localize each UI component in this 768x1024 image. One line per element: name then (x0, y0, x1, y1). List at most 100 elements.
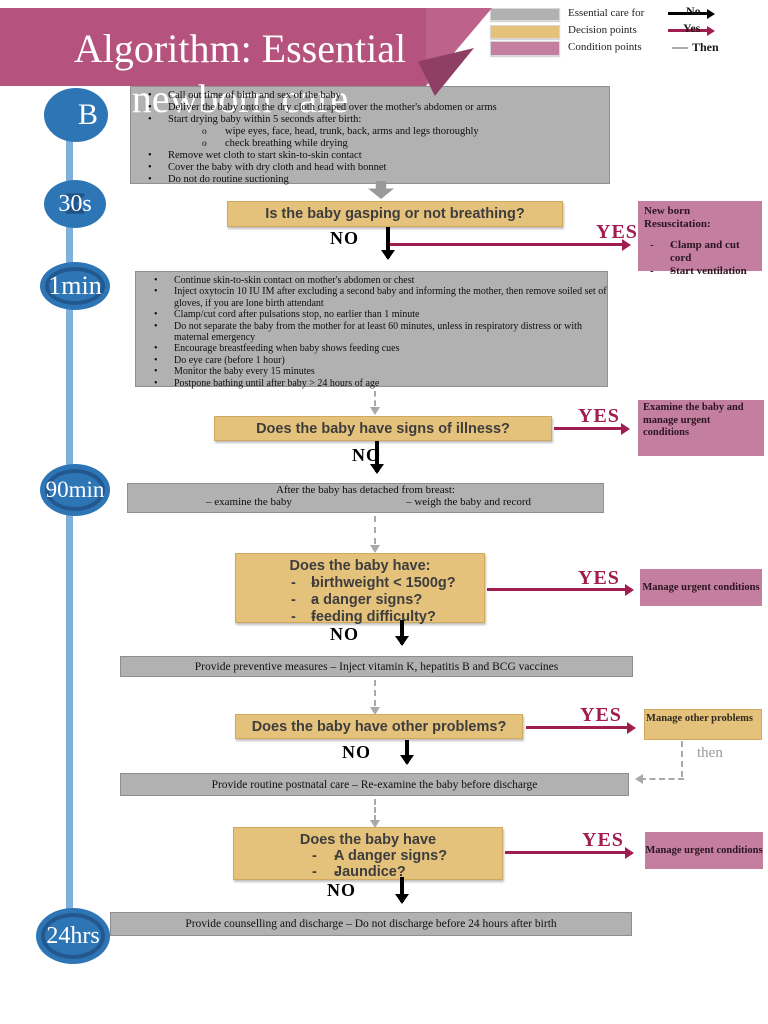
sub-bullet-item: check breathing while drying (130, 138, 610, 150)
counselling-bar: Provide counselling and discharge – Do n… (110, 912, 632, 936)
yes-label: YES (580, 704, 622, 726)
bullet-item: Cover the baby with dry cloth and head w… (130, 162, 610, 174)
timeline-node-birth: B (44, 88, 108, 142)
decision-item: -birthweight < 1500g? (236, 575, 484, 592)
manage-urgent-box: Manage urgent conditions (640, 569, 762, 606)
legend-label-condition: Condition points (568, 41, 642, 53)
decision-breathing: Is the baby gasping or not breathing? (227, 201, 563, 227)
no-label: NO (342, 742, 371, 762)
timeline-label-birth: B (77, 98, 98, 131)
legend-swatch-decision (490, 25, 560, 39)
hourglass-icon: ⧗ (63, 185, 87, 222)
timeline-node-24hrs: 24hrs (36, 908, 110, 964)
examine-urgent-box: Examine the baby and manage urgent condi… (638, 400, 764, 456)
yes-arrow-icon (505, 851, 631, 854)
decision-illness: Does the baby have signs of illness? (214, 416, 552, 441)
no-arrow-icon (405, 740, 409, 763)
clock-ring-icon (45, 267, 105, 305)
timeline-node-1min: 1min (40, 262, 110, 310)
bullet-item: Inject oxytocin 10 IU IM after excluding… (136, 286, 607, 309)
bullet-item: Postpone bathing until after baby > 24 h… (136, 378, 607, 390)
decision-item: -feeding difficulty? (236, 609, 484, 626)
yes-arrow-icon (390, 243, 628, 246)
then-label: then (697, 745, 723, 761)
legend-label-essential: Essential care for (568, 7, 645, 19)
legend-yes-label: Yes (683, 21, 701, 35)
bullet-item: Monitor the baby every 15 minutes (136, 366, 607, 378)
resuscitation-item: -Start ventilation (644, 265, 756, 278)
then-connector-icon (374, 516, 376, 544)
manage-urgent-box: Manage urgent conditions (645, 832, 763, 869)
legend-swatch-condition (490, 41, 560, 56)
resuscitation-box: New born Resuscitation: -Clamp and cut c… (638, 201, 762, 278)
bullet-item: Clamp/cut cord after pulsations stop, no… (136, 309, 607, 321)
decision-weight: Does the baby have: -birthweight < 1500g… (235, 553, 485, 626)
timeline-label-1min: 1min (48, 271, 102, 300)
decision-danger: Does the baby have -A danger signs? -Jau… (233, 827, 503, 880)
no-arrow-icon (400, 877, 404, 902)
legend-swatch-essential (490, 8, 560, 21)
timeline-label-90min: 90min (45, 477, 105, 502)
routine-bar: Provide routine postnatal care – Re-exam… (120, 773, 629, 796)
decision-other-problems: Does the baby have other problems? (235, 714, 523, 739)
then-connector-icon (374, 391, 376, 406)
preventive-bar: Provide preventive measures – Inject vit… (120, 656, 633, 677)
legend-yes-arrow-icon (668, 29, 712, 32)
decision-item: -A danger signs? (234, 848, 502, 864)
decision-item: -Jaundice? (234, 864, 502, 880)
sub-bullet-item: wipe eyes, face, head, trunk, back, arms… (130, 126, 610, 138)
one-min-care-box: Continue skin-to-skin contact on mother'… (135, 271, 608, 390)
decision-item: -a danger signs? (236, 592, 484, 609)
detached-left: – examine the baby (206, 496, 292, 508)
no-arrow-icon (400, 620, 404, 644)
legend-no-label: No (686, 4, 701, 18)
bullet-item: Do eye care (before 1 hour) (136, 355, 607, 367)
then-connector-icon (374, 680, 376, 706)
timeline-node-30s: ⧗ 30s (44, 180, 106, 228)
no-label: NO (330, 624, 359, 644)
timeline-label-24hrs: 24hrs (46, 922, 100, 949)
yes-arrow-icon (554, 427, 627, 430)
yes-arrow-icon (526, 726, 633, 729)
detached-box: After the baby has detached from breast:… (127, 483, 604, 513)
then-arrowhead-icon (370, 707, 380, 720)
yes-label: YES (582, 829, 624, 851)
no-label: NO (327, 880, 356, 900)
title-banner (0, 8, 426, 86)
timeline-line (66, 112, 73, 942)
bullet-item: Do not separate the baby from the mother… (136, 321, 607, 344)
resuscitation-title: New born Resuscitation: (644, 205, 711, 230)
then-connector-icon (681, 741, 683, 777)
then-connector-icon (374, 799, 376, 821)
then-arrowhead-icon (370, 820, 380, 833)
bullet-item: Call out time of birth and sex of the ba… (130, 90, 610, 102)
bullet-item: Remove wet cloth to start skin-to-skin c… (130, 150, 610, 162)
bullet-item: Start drying baby within 5 seconds after… (130, 114, 610, 150)
timeline-label-30s: 30s (58, 190, 92, 217)
yes-label: YES (578, 567, 620, 589)
bullet-item: Deliver the baby onto the dry cloth drap… (130, 102, 610, 114)
bullet-item: Encourage breastfeeding when baby shows … (136, 343, 607, 355)
timeline-node-90min: 90min (40, 464, 110, 516)
then-arrowhead-icon (370, 545, 380, 558)
birth-care-box-text: Call out time of birth and sex of the ba… (130, 90, 610, 186)
yes-label: YES (596, 221, 638, 243)
decision-weight-heading: Does the baby have: (289, 558, 431, 574)
legend-no-arrow-icon (668, 12, 712, 15)
no-label: NO (330, 228, 359, 248)
yes-arrow-icon (487, 588, 631, 591)
legend-then-label: Then (692, 40, 719, 54)
clock-ring-icon (41, 913, 105, 959)
detached-heading: After the baby has detached from breast: (276, 484, 455, 496)
no-label: NO (352, 445, 381, 465)
then-arrowhead-icon (370, 407, 380, 420)
legend-label-decision: Decision points (568, 24, 637, 36)
bullet-item: Continue skin-to-skin contact on mother'… (136, 275, 607, 287)
yes-label: YES (578, 405, 620, 427)
bullet-item: Do not do routine suctioning (130, 174, 610, 186)
then-arrowhead-icon (630, 774, 643, 784)
legend-then-line-icon (672, 47, 688, 49)
no-arrow-icon (386, 227, 390, 258)
no-arrow-icon (375, 441, 379, 472)
